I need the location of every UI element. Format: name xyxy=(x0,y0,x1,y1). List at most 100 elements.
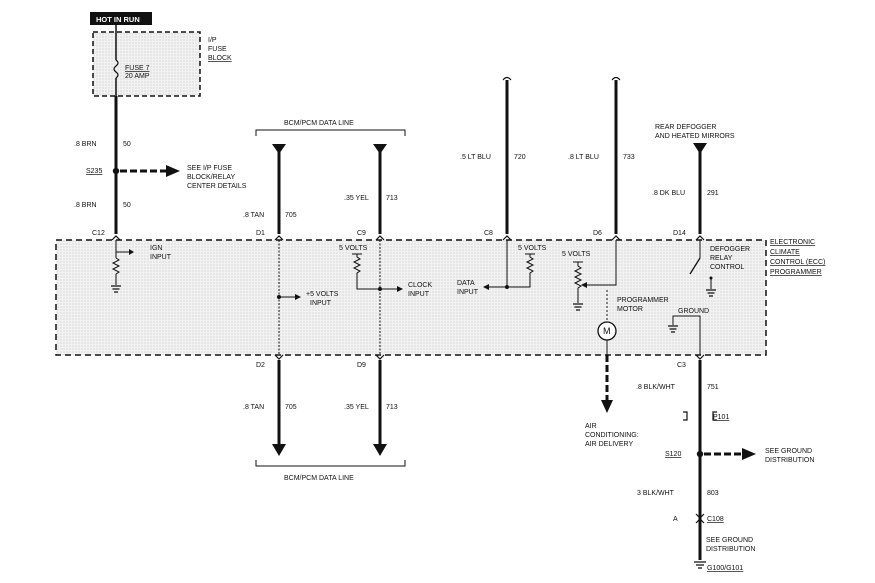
tan-bottom-pin: D2 xyxy=(256,362,265,369)
splice-s120-dot xyxy=(696,450,704,458)
dist-note-2: DISTRIBUTION xyxy=(706,546,755,553)
d6-gauge: .8 LT BLU xyxy=(568,154,599,161)
fuse-name: FUSE 7 xyxy=(125,65,150,72)
five-volts-a-label: 5 VOLTS xyxy=(339,245,368,252)
hot-in-run-label: HOT IN RUN xyxy=(96,15,140,24)
tan-top-gauge: .8 TAN xyxy=(243,212,264,219)
potentiometer-resistor-icon xyxy=(573,262,583,294)
clock-input-arrow-icon xyxy=(397,286,403,292)
data-input-arrow-icon xyxy=(483,284,489,290)
ground-lower-gauge: 3 BLK/WHT xyxy=(637,490,675,497)
tan-top-arrow-icon xyxy=(272,144,286,154)
connector-c12-chevron-icon xyxy=(111,235,121,241)
c8-circuit: 720 xyxy=(514,154,526,161)
defog-relay-1: DEFOGGER xyxy=(710,246,750,253)
connector-c12: C12 xyxy=(92,230,105,237)
defog-switch-contact xyxy=(709,276,713,280)
d6-wiper-arrow-icon xyxy=(581,282,587,288)
ign-resistor-icon xyxy=(111,257,121,275)
p101-label: P101 xyxy=(713,414,729,421)
feed-upper-circuit: 50 xyxy=(123,141,131,148)
clock-pullup-resistor-icon xyxy=(352,254,362,276)
data-input-label-2: INPUT xyxy=(457,289,479,296)
d6-chevron-icon xyxy=(611,235,621,241)
tan-bottom-chevron-icon xyxy=(274,354,284,360)
defog-chevron-icon xyxy=(695,235,705,241)
yel-bottom-pin: D9 xyxy=(357,362,366,369)
yel-top-arrow-icon xyxy=(373,144,387,154)
data-input-line xyxy=(488,276,531,288)
pot-ground-icon xyxy=(573,303,583,311)
ground-upper-circuit: 751 xyxy=(707,384,719,391)
splice-s235-note-2: BLOCK/RELAY xyxy=(187,174,235,181)
data-pullup-resistor-icon xyxy=(525,254,535,276)
ground-upper-gauge: .8 BLK/WHT xyxy=(636,384,676,391)
clock-input-label-1: CLOCK xyxy=(408,282,432,289)
plus5-input-label-2: INPUT xyxy=(310,300,332,307)
motor-label-2: MOTOR xyxy=(617,306,643,313)
splice-s120-note-1: SEE GROUND xyxy=(765,448,812,455)
defog-circuit: 291 xyxy=(707,190,719,197)
yel-bottom-arrow-icon xyxy=(373,444,387,456)
internal-ground-line xyxy=(672,315,701,355)
yel-top-chevron-icon xyxy=(375,235,385,241)
five-volts-c-label: 5 VOLTS xyxy=(562,251,591,258)
fuse-symbol-icon xyxy=(113,59,119,79)
d6-wire-break-icon xyxy=(611,76,621,81)
defog-relay-3: CONTROL xyxy=(710,264,744,271)
c8-wire-break-icon xyxy=(502,76,512,81)
d6-internal-line xyxy=(585,240,617,286)
c8-gauge: .5 LT BLU xyxy=(460,154,491,161)
feed-upper-gauge: .8 BRN xyxy=(74,141,97,148)
module-name-3: CONTROL (ECC) xyxy=(770,259,825,266)
defog-switch-icon xyxy=(689,257,701,275)
module-name-2: CLIMATE xyxy=(770,249,800,256)
splice-s235-note-3: CENTER DETAILS xyxy=(187,183,247,190)
yel-bottom-gauge: .35 YEL xyxy=(344,404,369,411)
splice-s235-note-1: SEE I/P FUSE xyxy=(187,165,232,172)
fuse-block-label-1: I/P xyxy=(208,37,217,44)
ign-input-label-1: IGN xyxy=(150,245,162,252)
defog-relay-2: RELAY xyxy=(710,255,733,262)
splice-s235-arrow-icon xyxy=(166,165,180,177)
fuse-block-label-3: BLOCK xyxy=(208,55,232,62)
data-line-bottom-label: BCM/PCM DATA LINE xyxy=(284,475,354,482)
fuse-rating: 20 AMP xyxy=(125,73,150,80)
c108-label: C108 xyxy=(707,516,724,523)
yel-top-circuit: 713 xyxy=(386,195,398,202)
ign-ground-icon xyxy=(111,285,121,293)
dist-note-1: SEE GROUND xyxy=(706,537,753,544)
clock-input-label-2: INPUT xyxy=(408,291,430,298)
tan-top-chevron-icon xyxy=(274,235,284,241)
module-name-1: ELECTRONIC xyxy=(770,239,815,246)
data-line-top-bracket xyxy=(255,129,406,136)
fuse-block-label-2: FUSE xyxy=(208,46,227,53)
data-line-bottom-bracket xyxy=(255,460,406,467)
c8-chevron-icon xyxy=(502,235,512,241)
defog-arrow-icon xyxy=(693,143,707,154)
plus5-input-label-1: +5 VOLTS xyxy=(306,291,339,298)
c3-chevron-icon xyxy=(695,354,705,360)
chassis-ground-icon xyxy=(694,561,706,569)
defog-gauge: .8 DK BLU xyxy=(652,190,685,197)
splice-s120-label: S120 xyxy=(665,451,681,458)
motor-symbol: M xyxy=(603,326,611,336)
feed-lower-circuit: 50 xyxy=(123,202,131,209)
ign-input-arrow-icon xyxy=(129,249,134,255)
fuse-block-box xyxy=(92,31,201,97)
defog-source-2: AND HEATED MIRRORS xyxy=(655,133,735,140)
d6-pin: D6 xyxy=(593,230,602,237)
p101-connector-icon xyxy=(683,411,717,421)
internal-ground-icon xyxy=(668,325,678,333)
ground-id: G100/G101 xyxy=(707,565,743,572)
c3-pin: C3 xyxy=(677,362,686,369)
yel-top-gauge: .35 YEL xyxy=(344,195,369,202)
defog-ground-icon xyxy=(706,289,716,297)
splice-s120-note-2: DISTRIBUTION xyxy=(765,457,814,464)
d6-circuit: 733 xyxy=(623,154,635,161)
tan-bottom-arrow-icon xyxy=(272,444,286,456)
ign-input-label-2: INPUT xyxy=(150,254,172,261)
tan-top-circuit: 705 xyxy=(285,212,297,219)
five-volts-b-label: 5 VOLTS xyxy=(518,245,547,252)
clock-input-line xyxy=(356,276,398,290)
